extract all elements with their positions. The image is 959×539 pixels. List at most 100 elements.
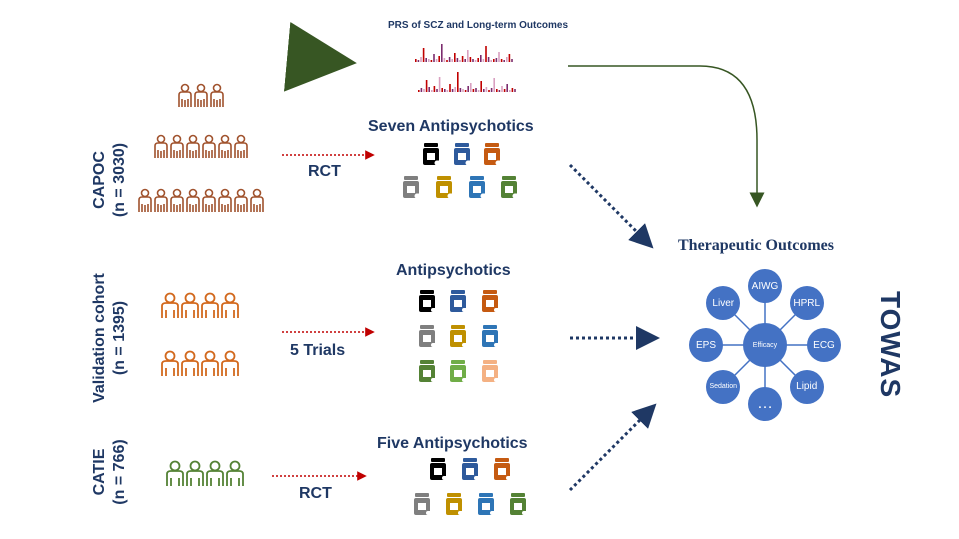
prs-bar: [501, 86, 503, 92]
prs-bar: [464, 90, 467, 92]
prs-bar: [488, 90, 490, 92]
prs-bar: [508, 54, 511, 62]
prs-bar: [428, 87, 430, 92]
prs-bar: [446, 90, 449, 92]
prs-bar: [451, 89, 454, 92]
prs-bar: [456, 58, 459, 62]
prs-bar: [495, 58, 498, 62]
method-label: TOWAS: [875, 291, 906, 399]
prs-bar: [420, 57, 422, 62]
prs-bar: [498, 52, 500, 62]
prs-bar: [423, 89, 425, 92]
prs-bar: [485, 87, 488, 92]
prs-bar: [496, 89, 498, 92]
trial-label-validation: 5 Trials: [290, 342, 346, 359]
prs-bar: [511, 88, 514, 92]
outcome-node: HPRL: [789, 286, 824, 321]
drug-title-catie: Five Antipsychotics: [377, 435, 528, 452]
outcomes-title: Therapeutic Outcomes: [678, 237, 834, 254]
catie-people-icon: [166, 460, 244, 487]
prs-bar: [449, 84, 451, 92]
prs-bar: [480, 55, 482, 62]
outcome-node: AIWG: [748, 269, 782, 303]
capoc-people-icon: [138, 83, 264, 213]
prs-bar: [493, 59, 495, 62]
prs-bar: [425, 58, 427, 62]
prs-bar: [438, 77, 441, 92]
drug-bottles-capoc: [403, 143, 521, 198]
prs-bar: [454, 53, 456, 62]
prs-bar: [467, 86, 469, 92]
prs-bar: [493, 78, 495, 92]
drug-bottles-catie: [414, 458, 530, 515]
outcome-node: Sedation: [706, 369, 741, 404]
prs-bar: [503, 60, 505, 62]
drug-title-capoc: Seven Antipsychotics: [368, 118, 534, 135]
prs-bar: [500, 59, 503, 62]
prs-bar: [431, 90, 433, 92]
prs-bar: [420, 88, 423, 92]
prs-bar: [459, 60, 461, 62]
prs-bar: [498, 90, 501, 92]
prs-title: PRS of SCZ and Long-term Outcomes: [388, 20, 569, 31]
navy-arrow-capoc: [568, 163, 654, 249]
prs-bar: [474, 60, 477, 62]
prs-bar: [461, 56, 464, 62]
prs-bar: [503, 89, 506, 92]
prs-bar: [422, 48, 425, 62]
outcome-node: ECG: [807, 328, 841, 362]
prs-bar: [417, 60, 420, 62]
prs-bar: [433, 54, 435, 62]
prs-bar: [483, 89, 485, 92]
outcome-node: …: [748, 387, 782, 421]
prs-bar: [451, 59, 453, 62]
prs-bar: [444, 89, 446, 92]
curved-arrow-icon: [283, 21, 357, 92]
prs-bar: [490, 88, 493, 92]
drug-bottles-validation: [419, 290, 502, 382]
outcome-node: Lipid: [789, 369, 824, 404]
navy-arrow-catie: [568, 403, 657, 492]
prs-bar: [514, 89, 516, 92]
prs-bar: [448, 57, 451, 62]
outcome-node: Liver: [706, 286, 741, 321]
prs-bar: [506, 84, 508, 92]
prs-bar: [464, 59, 466, 62]
prs-bar: [462, 89, 464, 92]
prs-bar: [441, 44, 443, 62]
validation-people-icon: [161, 292, 239, 377]
prs-bar: [430, 60, 433, 62]
prs-bar: [425, 80, 428, 92]
trial-label-catie: RCT: [299, 485, 332, 502]
prs-bar: [475, 88, 477, 92]
prs-plot: [415, 44, 516, 92]
prs-bar: [443, 58, 446, 62]
prs-bar: [482, 59, 485, 62]
prs-bar: [459, 88, 462, 92]
prs-bar: [477, 58, 479, 62]
prs-bar: [457, 72, 459, 92]
prs-bar: [433, 86, 436, 92]
prs-bar: [435, 59, 438, 62]
outcome-node: EPS: [689, 328, 723, 362]
prs-bar: [438, 56, 440, 62]
drug-title-validation: Antipsychotics: [396, 262, 511, 279]
prs-bar: [487, 57, 490, 62]
prs-bar: [511, 59, 513, 62]
prs-bar: [415, 59, 417, 62]
prs-bar: [467, 50, 469, 62]
prs-bar: [436, 89, 438, 92]
prs-bar: [470, 83, 472, 92]
trial-label-capoc: RCT: [308, 163, 341, 180]
prs-bar: [480, 81, 482, 92]
prs-bar: [477, 90, 480, 92]
prs-bar: [469, 57, 472, 62]
prs-bar: [485, 46, 487, 62]
prs-bar: [472, 89, 475, 92]
prs-connector-arrow: [568, 65, 765, 208]
prs-bar: [418, 90, 420, 92]
prs-bar: [509, 90, 511, 92]
outcome-center-node: Efficacy: [743, 323, 787, 367]
prs-bar: [454, 87, 456, 92]
prs-bar: [506, 57, 508, 62]
